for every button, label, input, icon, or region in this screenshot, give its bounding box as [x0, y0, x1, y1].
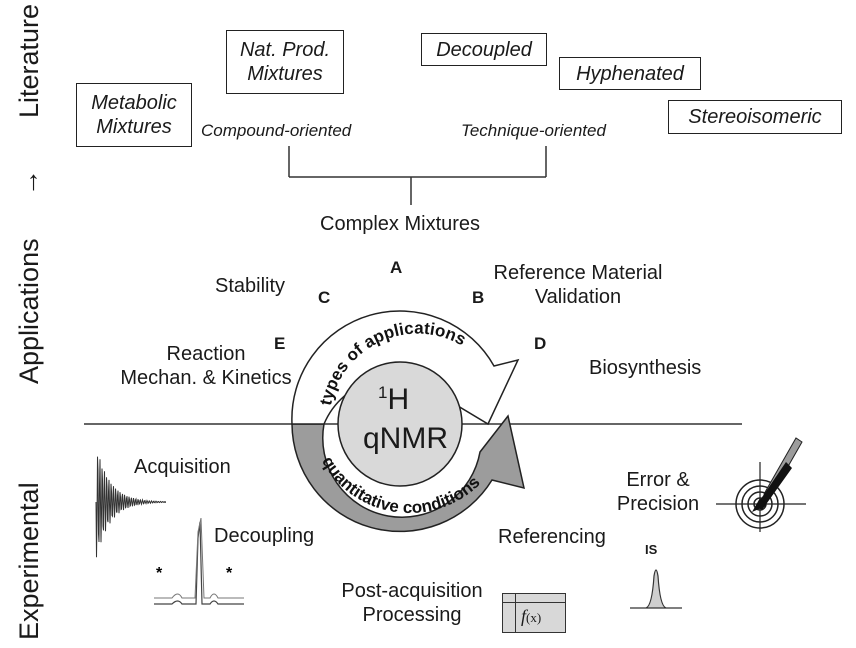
post-acq-line1: Post-acquisition	[341, 580, 483, 602]
error-line2: Precision	[616, 493, 700, 515]
reaction-line1: Reaction	[166, 343, 246, 365]
letter-a: A	[390, 258, 403, 277]
right-star: *	[226, 565, 233, 582]
metabolic-mixtures-box: Metabolic Mixtures	[76, 83, 192, 147]
letter-b: B	[472, 288, 485, 307]
biosynthesis-label: Biosynthesis	[589, 357, 702, 379]
proton-superscript: 1	[378, 383, 388, 402]
reaction-line2: Mechan. & Kinetics	[120, 367, 292, 389]
decoupling-label: Decoupling	[214, 525, 315, 547]
post-acquisition-label: Post-acquisition Processing	[325, 579, 499, 627]
qnmr-center-graphic: types of applications quantitative condi…	[291, 310, 525, 533]
nat-prod-mixtures-box: Nat. Prod. Mixtures	[226, 30, 344, 94]
internal-standard-peak-icon	[630, 569, 682, 609]
error-precision-label: Error & Precision	[608, 468, 708, 516]
stereoisomeric-box: Stereoisomeric	[668, 100, 842, 134]
letter-d: D	[534, 334, 547, 353]
letter-e: E	[274, 334, 286, 353]
post-acq-line2: Processing	[362, 604, 462, 626]
complex-mixtures-label: Complex Mixtures	[320, 213, 481, 235]
reaction-mechanism-label: Reaction Mechan. & Kinetics	[118, 342, 294, 390]
proton-h-label: 1H	[378, 383, 409, 417]
function-processing-icon: f(x)	[502, 593, 566, 633]
technique-oriented-label: Technique-oriented	[461, 121, 606, 140]
proton-h: H	[387, 383, 410, 416]
reference-material-label: Reference Material Validation	[478, 261, 678, 309]
metabolic-line2: Mixtures	[96, 116, 172, 138]
metabolic-line1: Metabolic	[91, 92, 177, 114]
referencing-label: Referencing	[498, 526, 606, 548]
acquisition-label: Acquisition	[134, 456, 231, 478]
qnmr-core-circle	[337, 361, 463, 487]
nat-prod-line1: Nat. Prod.	[239, 39, 331, 61]
fx-arg: (x)	[526, 610, 542, 625]
error-line1: Error &	[626, 469, 690, 491]
nat-prod-line2: Mixtures	[247, 63, 323, 85]
target-icon	[716, 437, 806, 532]
compound-oriented-label: Compound-oriented	[201, 121, 352, 140]
fid-signal-icon	[95, 456, 166, 558]
quantitative-conditions-arrow	[291, 414, 525, 533]
letter-c: C	[318, 288, 331, 307]
reference-line2: Validation	[534, 286, 622, 308]
decoupled-box: Decoupled	[421, 33, 547, 66]
fx-f: f	[521, 606, 527, 626]
hyphenated-box: Hyphenated	[559, 57, 701, 90]
qnmr-label: qNMR	[363, 422, 449, 455]
is-label: IS	[645, 542, 658, 557]
decoupling-spectrum-icon: * *	[154, 518, 244, 605]
reference-line1: Reference Material	[493, 262, 663, 284]
stability-label: Stability	[215, 275, 286, 297]
left-star: *	[156, 565, 163, 582]
